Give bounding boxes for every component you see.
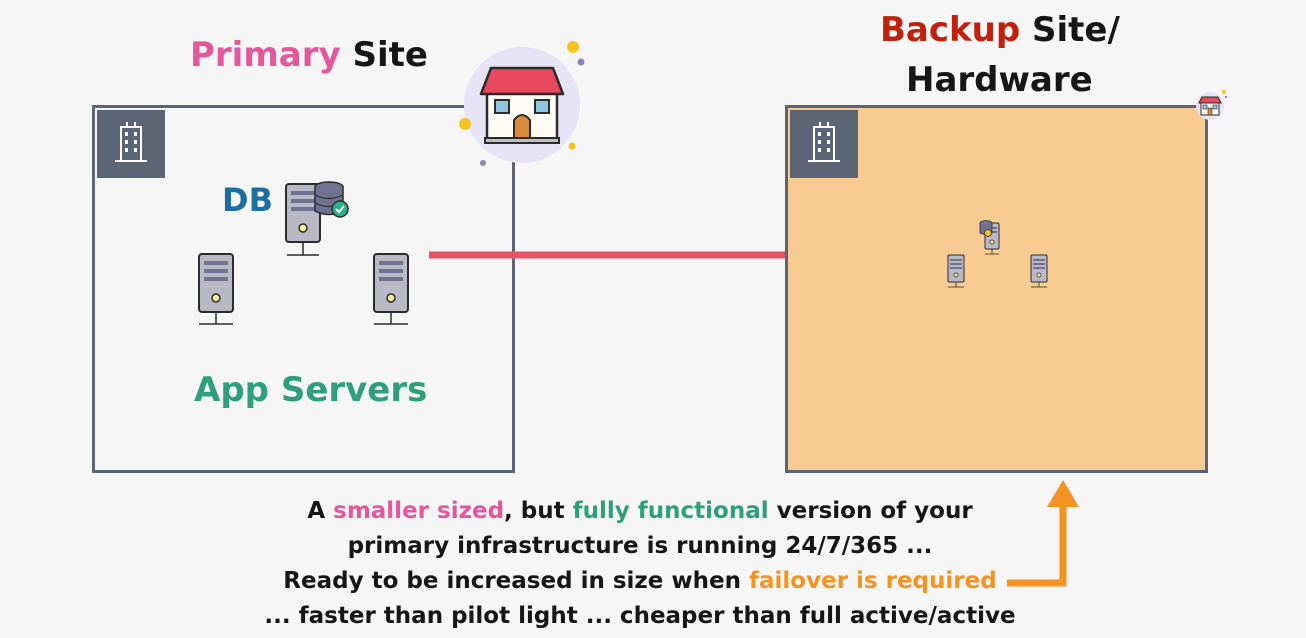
primary-site-title: Primary Site [190, 30, 428, 80]
caption-line-4: ... faster than pilot light ... cheaper … [264, 603, 1016, 629]
backup-title-line2: Hardware [906, 60, 1093, 100]
app-servers-label: App Servers [194, 370, 428, 410]
backup-site-box [785, 105, 1208, 473]
caption-text: Ready to be increased in size when [283, 568, 749, 594]
failover-arrow [1003, 477, 1085, 596]
small-db-server-icon [979, 219, 1009, 263]
backup-site-title: Backup Site/ Hardware [880, 5, 1120, 105]
app-server-icon [371, 252, 411, 332]
caption-highlight-smaller: smaller sized [333, 498, 505, 524]
db-label: DB [222, 181, 273, 219]
backup-title-highlight: Backup [880, 10, 1021, 50]
building-icon [97, 110, 165, 178]
caption-text: , but [504, 498, 573, 524]
caption-text: version of your [768, 498, 973, 524]
house-icon [455, 38, 585, 172]
building-icon [790, 110, 858, 178]
caption-line-1: A smaller sized, but fully functional ve… [190, 494, 1090, 529]
small-app-server-icon [1029, 254, 1049, 294]
primary-title-rest: Site [352, 35, 428, 75]
caption: A smaller sized, but fully functional ve… [190, 494, 1090, 634]
caption-text: A [307, 498, 334, 524]
caption-line-3: Ready to be increased in size when failo… [190, 564, 1090, 599]
caption-line-2: primary infrastructure is running 24/7/3… [347, 533, 933, 559]
db-server-icon [282, 180, 352, 264]
small-app-server-icon [946, 254, 966, 294]
backup-title-rest: Site/ [1032, 10, 1120, 50]
caption-highlight-functional: fully functional [572, 498, 769, 524]
primary-title-highlight: Primary [190, 35, 341, 75]
small-house-icon [1193, 88, 1229, 126]
primary-site-box [92, 105, 515, 473]
caption-highlight-failover: failover is required [749, 568, 997, 594]
app-server-icon [196, 252, 236, 332]
